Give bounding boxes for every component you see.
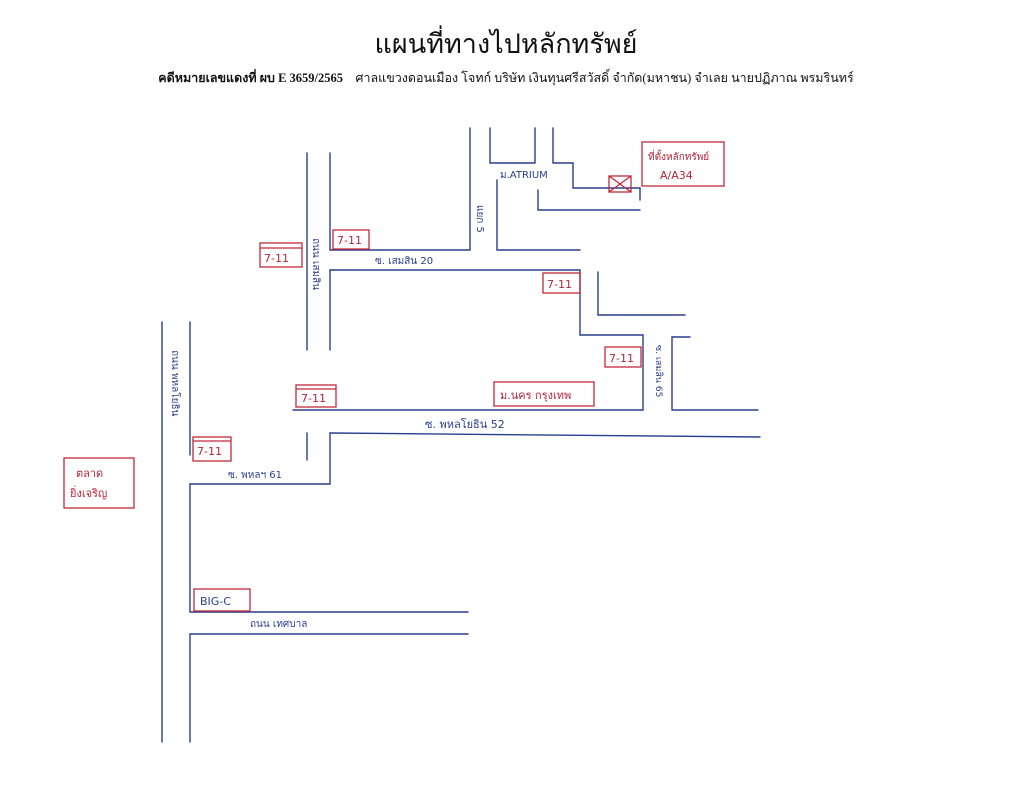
road-lines (161, 127, 761, 743)
soi5-label: แยก 5 (474, 205, 485, 233)
big-c-box: BIG-C (193, 588, 251, 612)
map-title: แผนที่ทางไปหลักทรัพย์ (374, 29, 638, 60)
big-c-label: BIG-C (200, 595, 231, 608)
case-number: คดีหมายเลขแดงที่ ผบ E 3659/2565 (158, 71, 344, 85)
atrium-label: ม.ATRIUM (500, 170, 548, 181)
soi-sermsin-label: ซ. เสมสิน 20 (375, 256, 433, 267)
svg-text:7-11: 7-11 (264, 252, 289, 265)
seven-eleven-sermsin65: 7-11 (604, 346, 642, 368)
svg-text:7-11: 7-11 (609, 352, 634, 365)
sermsin65-label: ซ. เสมสิน 65 (653, 345, 664, 397)
market-label-1: ตลาด (76, 467, 103, 480)
case-parties: ศาลแขวงดอนเมือง โจทก์ บริษัท เงินทุนศรีส… (355, 71, 854, 85)
seven-eleven-sermsin-north: 7-11 (332, 229, 370, 250)
seven-eleven-markers: 7-11 7-11 7-11 7-11 7-11 7-11 (192, 229, 642, 462)
seven-eleven-sermsin-west: 7-11 (259, 242, 303, 268)
svg-text:7-11: 7-11 (547, 278, 572, 291)
seven-eleven-east: 7-11 (542, 272, 581, 294)
property-label: ที่ตั้งหลักทรัพย์ (648, 149, 709, 163)
property-label-box: ที่ตั้งหลักทรัพย์ A/A34 (641, 141, 725, 187)
property-box (608, 175, 632, 193)
sermsin-road-label: ถนน เสมสิน (310, 238, 321, 290)
tesaban-road-label: ถนน เทศบาล (250, 619, 307, 630)
property-marker (608, 175, 632, 193)
seven-eleven-phahon52: 7-11 (295, 384, 337, 408)
svg-text:7-11: 7-11 (301, 392, 326, 405)
soi-phahon52-label: ซ. พหลโยธิน 52 (425, 417, 505, 431)
property-number: A/A34 (660, 169, 693, 182)
market-label-2: ยิ่งเจริญ (69, 485, 107, 500)
case-info-line: คดีหมายเลขแดงที่ ผบ E 3659/2565 ศาลแขวงด… (0, 68, 1012, 88)
phahon-road-label: ถนน พหลโยธิน (169, 350, 182, 417)
seven-eleven-phahon-main: 7-11 (192, 436, 232, 462)
mu-nakhon-box: ม.นคร กรุงเทพ (493, 381, 595, 407)
svg-text:7-11: 7-11 (337, 234, 362, 247)
soi-phahon61-label: ซ. พหลฯ 61 (228, 470, 282, 481)
road-soi-phahon52-bottom (329, 432, 761, 438)
mu-nakhon-label: ม.นคร กรุงเทพ (500, 389, 571, 402)
svg-text:7-11: 7-11 (197, 445, 222, 458)
market-box: ตลาด ยิ่งเจริญ (63, 457, 135, 509)
